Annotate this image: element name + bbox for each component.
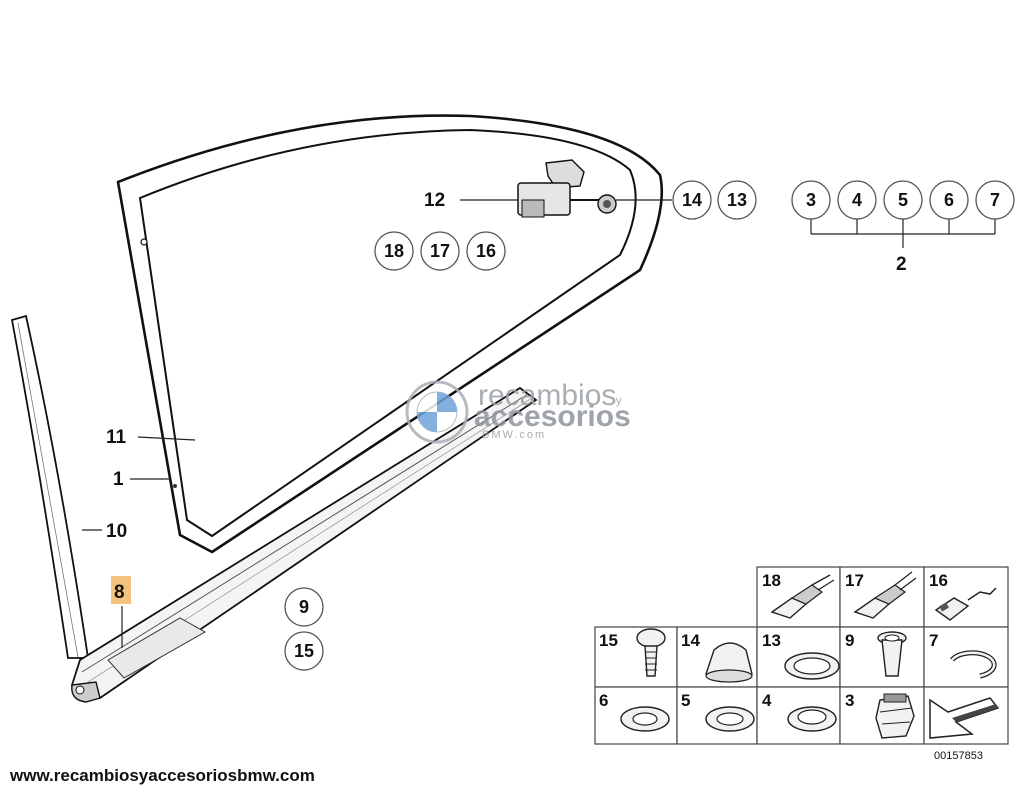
callout-7: 7 xyxy=(975,180,1015,220)
legend-label-16: 16 xyxy=(929,571,948,590)
svg-text:16: 16 xyxy=(476,241,496,261)
grommet-13-icon xyxy=(784,652,840,680)
legend-arrow-icon xyxy=(929,697,1000,739)
terminal-16-icon xyxy=(934,587,997,621)
svg-text:17: 17 xyxy=(430,241,450,261)
washer-4-icon xyxy=(787,706,837,732)
push-rivet-15-icon xyxy=(636,628,666,677)
label-8-highlighted: 8 xyxy=(111,576,131,604)
callout-5: 5 xyxy=(883,180,923,220)
svg-text:6: 6 xyxy=(944,190,954,210)
legend-label-9: 9 xyxy=(845,631,854,650)
footer-url: www.recambiosyaccesoriosbmw.com xyxy=(10,766,315,785)
svg-text:4: 4 xyxy=(852,190,862,210)
svg-text:13: 13 xyxy=(727,190,747,210)
diagram-code: 00157853 xyxy=(934,750,983,762)
clip-3-icon xyxy=(875,693,915,739)
lower-guide-rail xyxy=(70,386,538,703)
legend-label-4: 4 xyxy=(762,691,772,710)
washer-6-icon xyxy=(620,706,670,732)
label-1: 1 xyxy=(113,469,124,490)
svg-text:18: 18 xyxy=(384,241,404,261)
legend-label-18: 18 xyxy=(762,571,781,590)
legend-label-3: 3 xyxy=(845,691,854,710)
terminal-18-icon xyxy=(770,574,835,619)
leader-lines xyxy=(82,199,996,648)
label-12: 12 xyxy=(424,190,445,211)
svg-text:3: 3 xyxy=(806,190,816,210)
label-2: 2 xyxy=(896,254,907,275)
window-hinge xyxy=(517,159,617,218)
legend-label-14: 14 xyxy=(681,631,700,650)
legend-label-13: 13 xyxy=(762,631,781,650)
svg-text:7: 7 xyxy=(990,190,1000,210)
watermark-line1: recambios xyxy=(478,379,616,412)
svg-text:14: 14 xyxy=(682,190,702,210)
legend-label-7: 7 xyxy=(929,631,938,650)
callout-9: 9 xyxy=(284,587,324,627)
callout-18: 18 xyxy=(374,231,414,271)
svg-text:9: 9 xyxy=(299,597,309,617)
watermark-y: y xyxy=(616,395,624,407)
vertical-seal-strip xyxy=(10,314,90,659)
svg-text:8: 8 xyxy=(114,582,125,603)
cap-14-icon xyxy=(705,642,753,683)
svg-text:5: 5 xyxy=(898,190,908,210)
svg-text:15: 15 xyxy=(294,641,314,661)
callout-13: 13 xyxy=(717,180,757,220)
legend-label-6: 6 xyxy=(599,691,608,710)
watermark: recambios y accesorios BMW.com xyxy=(405,379,631,444)
callout-14: 14 xyxy=(672,180,712,220)
expanding-nut-9-icon xyxy=(877,631,907,677)
legend-label-15: 15 xyxy=(599,631,618,650)
watermark-line2: accesorios xyxy=(474,400,631,433)
legend-label-5: 5 xyxy=(681,691,690,710)
label-11: 11 xyxy=(106,427,127,448)
callout-4: 4 xyxy=(837,180,877,220)
legend-label-17: 17 xyxy=(845,571,864,590)
side-window-glass xyxy=(116,114,664,554)
callout-15: 15 xyxy=(284,631,324,671)
parts-legend-grid: 18 17 16 15 14 13 9 7 6 5 4 3 xyxy=(594,566,1009,745)
terminal-17-icon xyxy=(853,571,917,619)
washer-5-icon xyxy=(705,706,755,732)
callout-16: 16 xyxy=(466,231,506,271)
callout-17: 17 xyxy=(420,231,460,271)
watermark-line3: BMW.com xyxy=(482,429,546,441)
callout-6: 6 xyxy=(929,180,969,220)
label-10: 10 xyxy=(106,521,127,542)
circlip-7-icon xyxy=(950,650,997,679)
callout-3: 3 xyxy=(791,180,831,220)
